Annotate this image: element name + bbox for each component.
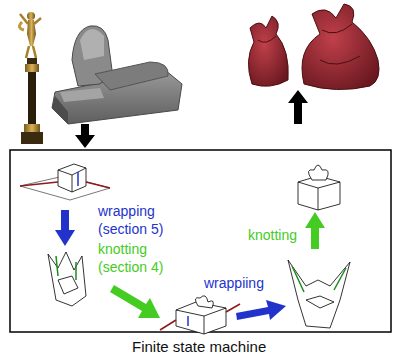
sphinx-model [52, 26, 182, 124]
state-machine-frame [10, 150, 391, 332]
transition-label: wrapping (section 5) [98, 202, 182, 238]
knotting-arrow [110, 285, 160, 318]
output-arrow [288, 90, 308, 124]
transition-label: knotting [248, 226, 308, 244]
input-arrow [75, 124, 95, 148]
wrapping-arrow [236, 300, 286, 320]
transition-label: knotting (section 4) [98, 240, 182, 276]
state-flat [20, 164, 110, 200]
knotting-arrow [305, 212, 325, 249]
wrapping-arrow [55, 210, 75, 246]
transition-label: wrappiing [204, 274, 284, 292]
state-finished [298, 165, 340, 210]
figure-caption: Finite state machine [132, 338, 266, 356]
wrapped-bags [248, 4, 379, 90]
state-knotted [160, 296, 240, 334]
state-wrapped [288, 260, 350, 328]
statue-model [19, 12, 43, 144]
state-half-wrapped [48, 252, 86, 306]
